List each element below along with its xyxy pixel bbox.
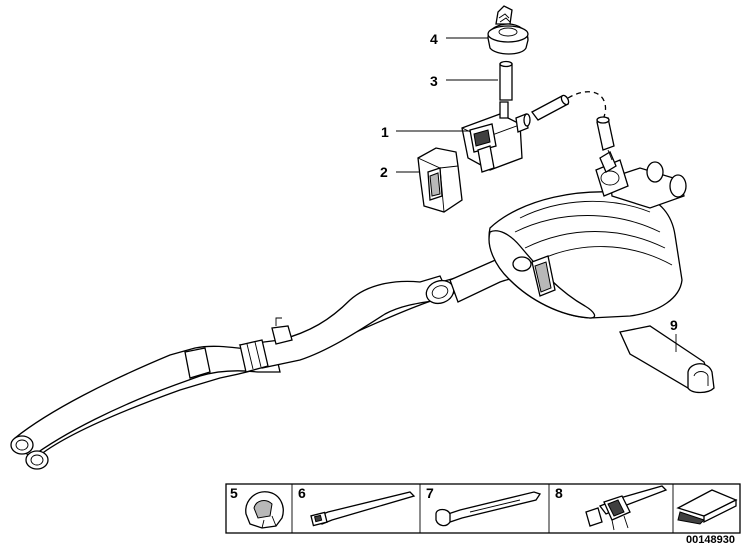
cable-tie-part-6 xyxy=(310,491,416,527)
arrow-icon xyxy=(676,489,738,525)
leader-lines xyxy=(396,37,677,352)
exhaust-pipe xyxy=(10,250,529,470)
small-parts-strip: 5 6 7 8 xyxy=(225,483,741,534)
pin-part-3 xyxy=(499,60,513,101)
vacuum-hose xyxy=(531,91,615,161)
callout-6: 6 xyxy=(298,485,306,501)
callout-9: 9 xyxy=(670,317,678,333)
clip-part-5 xyxy=(245,491,284,529)
callout-4: 4 xyxy=(430,31,438,47)
rear-muffler xyxy=(488,151,687,319)
callout-7: 7 xyxy=(426,485,434,501)
edge-protector-part-9 xyxy=(619,325,715,394)
holder-part-2 xyxy=(417,147,463,213)
vacuum-valve-part-1 xyxy=(461,101,531,173)
callout-5: 5 xyxy=(230,485,238,501)
cable-tie-part-7 xyxy=(435,491,542,527)
callout-1: 1 xyxy=(381,124,389,140)
callout-2: 2 xyxy=(380,164,388,180)
clamp-part-8 xyxy=(585,485,668,531)
callout-8: 8 xyxy=(555,485,563,501)
rubber-grommet-part-4 xyxy=(487,5,529,55)
callout-labels: 4 3 1 2 9 xyxy=(380,31,678,333)
diagram-number: 00148930 xyxy=(686,534,735,544)
callout-3: 3 xyxy=(430,73,438,89)
